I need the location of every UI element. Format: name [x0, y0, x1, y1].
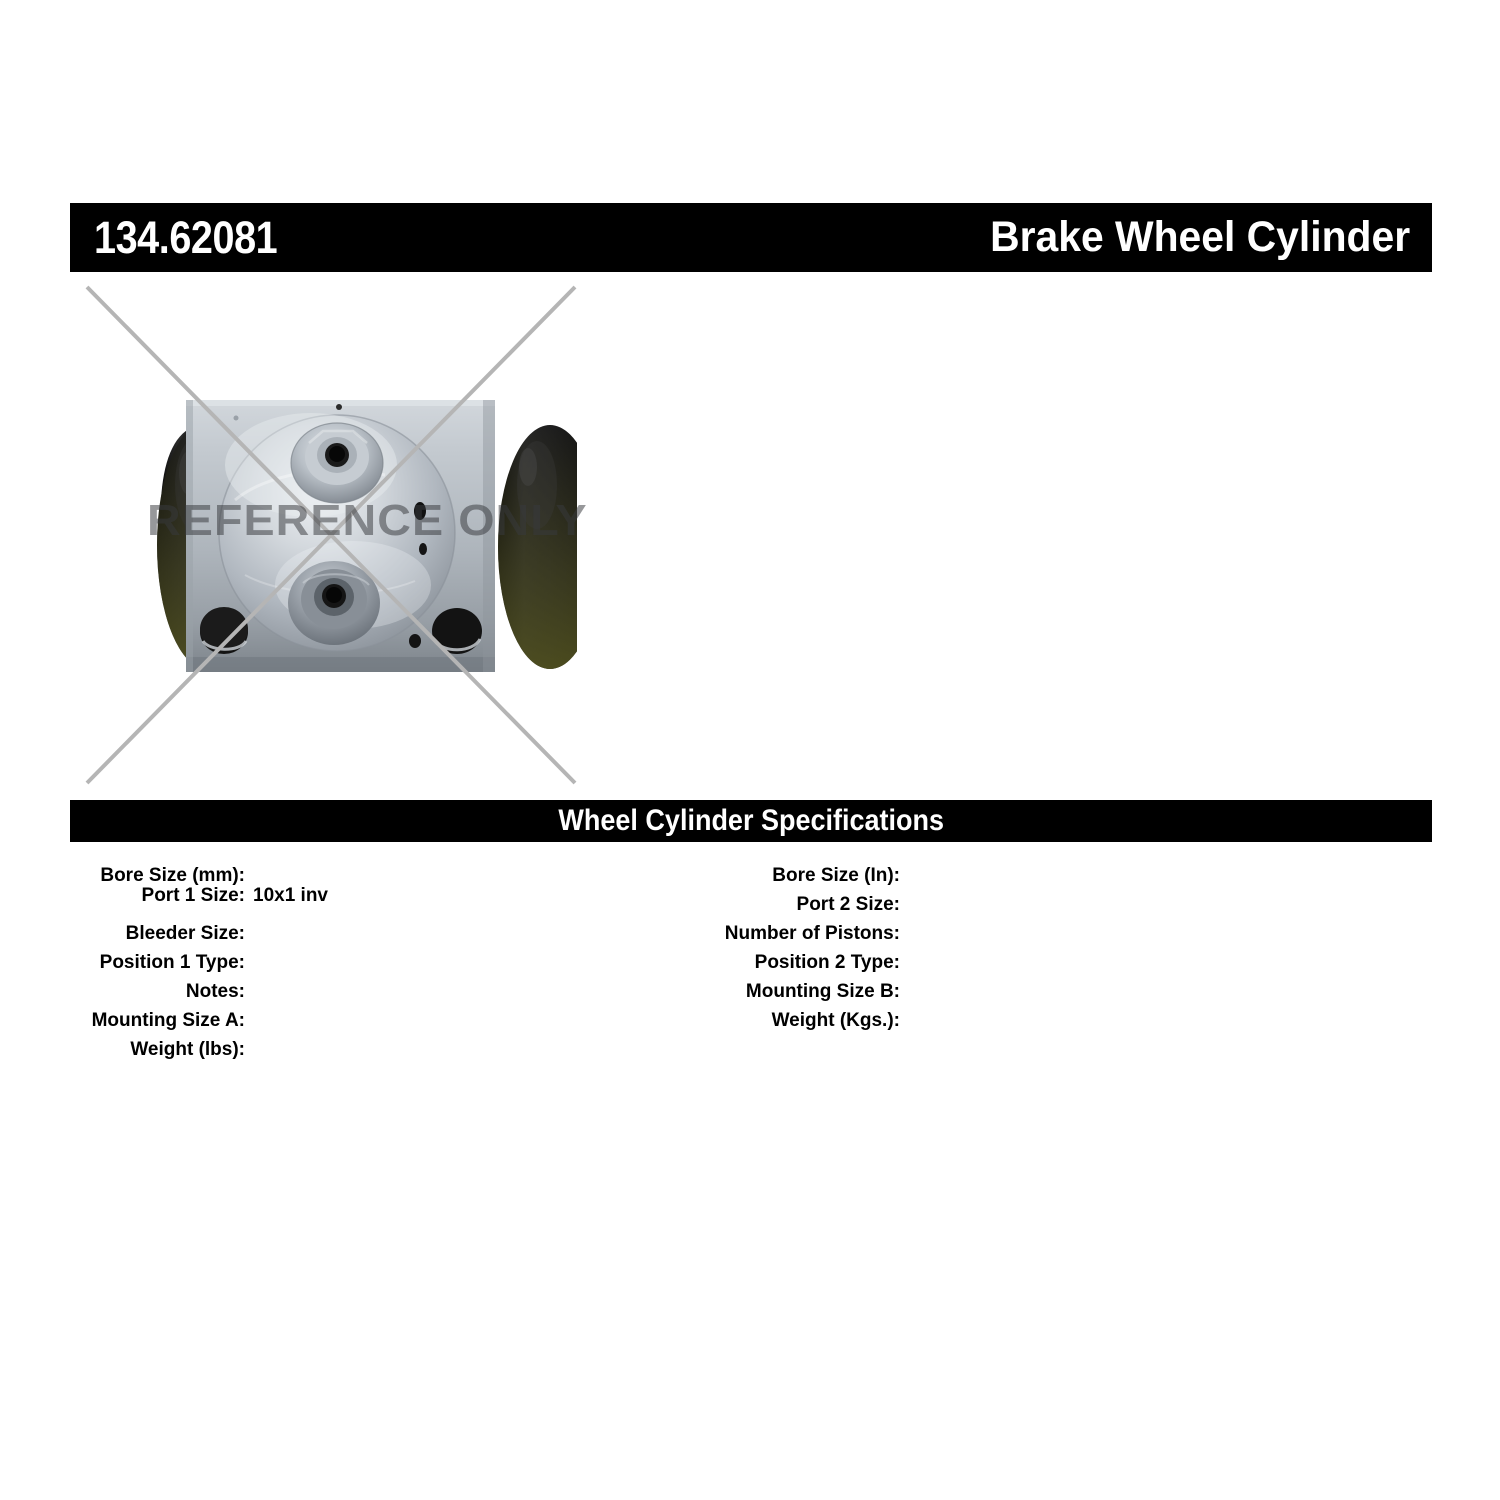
spec-label-bore-size-mm: Bore Size (mm): [100, 865, 245, 886]
spec-label-mounting-size-a: Mounting Size A: [91, 1010, 245, 1031]
spec-value-bore-size-in [900, 852, 908, 881]
spec-row: Position 2 Type: [710, 939, 1190, 973]
spec-label-mounting-size-b: Mounting Size B: [745, 981, 900, 1002]
spec-row: Position 1 Type: [70, 939, 550, 973]
spec-value-port-2-size [900, 881, 908, 910]
spec-label-port-1-size: Port 1 Size: [141, 885, 245, 906]
spec-row: Number of Pistons: [710, 910, 1190, 944]
spec-row: Port 1 Size: 10x1 inv [70, 881, 550, 910]
spec-value-weight-kgs [900, 997, 908, 1026]
product-title-bar: 134.62081 Brake Wheel Cylinder [70, 203, 1432, 272]
spec-label-weight-kgs: Weight (Kgs.): [771, 1010, 900, 1031]
reference-x-overlay [85, 285, 577, 785]
spec-label-notes: Notes: [185, 981, 245, 1002]
spec-label-bore-size-in: Bore Size (In): [772, 865, 900, 886]
spec-row: Bore Size (mm): [70, 852, 550, 886]
spec-value-position-1-type [245, 939, 253, 968]
product-image: REFERENCE ONLY [85, 285, 587, 785]
spec-value-position-2-type [900, 939, 908, 968]
specifications-header-bar: Wheel Cylinder Specifications [70, 800, 1432, 842]
spec-value-bleeder-size [245, 910, 253, 939]
lower-port [288, 561, 380, 645]
casting-marks [233, 404, 427, 648]
mounting-holes [200, 607, 482, 654]
spec-label-position-1-type: Position 1 Type: [99, 952, 245, 973]
spec-label-bleeder-size: Bleeder Size: [125, 923, 245, 944]
spec-value-mounting-size-a [245, 997, 253, 1026]
spec-row: Bore Size (In): [710, 852, 1190, 886]
spec-row: Bleeder Size: [70, 910, 550, 944]
spec-value-notes [245, 968, 253, 997]
spec-row: Mounting Size A: [70, 997, 550, 1031]
spec-label-position-2-type: Position 2 Type: [754, 952, 900, 973]
spec-value-weight-lbs [245, 1026, 253, 1055]
part-number: 134.62081 [94, 212, 278, 263]
spec-label-weight-lbs: Weight (lbs): [130, 1039, 245, 1060]
specifications-right-column: Bore Size (In): Port 2 Size: Number of P… [710, 852, 1190, 1031]
upper-port [290, 422, 384, 504]
spec-row: Port 2 Size: [710, 881, 1190, 915]
right-dust-boot [498, 425, 577, 669]
spec-value-bore-size-mm [245, 852, 253, 881]
spec-label-port-2-size: Port 2 Size: [796, 894, 900, 915]
spec-row: Weight (Kgs.): [710, 997, 1190, 1031]
spec-row: Notes: [70, 968, 550, 1002]
product-name: Brake Wheel Cylinder [990, 213, 1410, 261]
specifications-title: Wheel Cylinder Specifications [558, 804, 944, 837]
spec-label-number-of-pistons: Number of Pistons: [724, 923, 900, 944]
brake-wheel-cylinder-illustration [85, 285, 577, 785]
spec-row: Weight (lbs): [70, 1026, 550, 1060]
spec-row: Mounting Size B: [710, 968, 1190, 1002]
spec-value-number-of-pistons [900, 910, 908, 939]
spec-value-port-1-size: 10x1 inv [253, 885, 328, 906]
spec-value-mounting-size-b [900, 968, 908, 997]
specifications-left-column: Bore Size (mm): Port 1 Size: 10x1 inv Bl… [70, 852, 550, 1060]
